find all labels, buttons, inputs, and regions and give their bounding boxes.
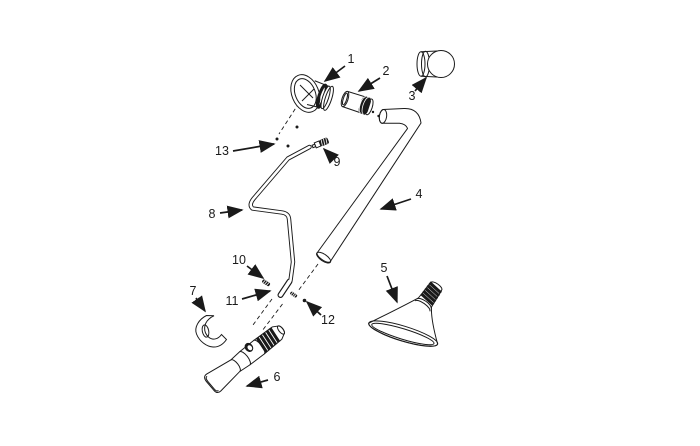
callout-label-10: 10 (232, 253, 246, 267)
callout-label-7: 7 (190, 284, 197, 298)
callout-arrow-11 (241, 288, 272, 302)
small-screw-10-drawing (262, 279, 271, 287)
callout-arrow-1 (323, 65, 346, 82)
callout-label-9: 9 (334, 155, 341, 169)
callout-arrow-6 (245, 375, 269, 389)
callout-arrow-5 (385, 275, 398, 304)
small-screw-12-drawing (290, 291, 307, 303)
callout-11: 11 (226, 288, 272, 308)
callout-9: 9 (322, 147, 341, 169)
callout-arrow-7 (191, 295, 206, 313)
callout-label-1: 1 (348, 52, 355, 66)
ball-dots-drawing (275, 125, 299, 148)
callout-arrow-9 (322, 147, 339, 164)
callout-arrow-10 (246, 264, 265, 279)
centerline-dashes (251, 102, 380, 332)
callout-arrow-4 (379, 198, 412, 211)
callout-10: 10 (232, 253, 265, 279)
callout-5: 5 (381, 261, 398, 304)
callout-label-6: 6 (274, 370, 281, 384)
callout-arrow-3 (411, 76, 428, 94)
callout-arrow-13 (232, 140, 276, 153)
callout-12: 12 (305, 300, 335, 327)
set-screw-drawing (311, 137, 329, 149)
spout-tube-drawing (316, 107, 422, 264)
nozzle-body-drawing (204, 325, 286, 394)
callout-7: 7 (190, 284, 206, 313)
callout-8: 8 (209, 205, 244, 221)
callout-arrow-2 (357, 77, 381, 92)
callout-label-3: 3 (409, 89, 416, 103)
callout-label-11: 11 (226, 294, 239, 308)
clip-band-drawing (195, 314, 228, 348)
callout-6: 6 (245, 370, 281, 389)
callout-3: 3 (409, 76, 428, 103)
callout-arrow-8 (219, 205, 244, 219)
callout-label-5: 5 (381, 261, 388, 275)
callout-4: 4 (379, 187, 423, 211)
callout-2: 2 (357, 64, 390, 92)
callout-label-8: 8 (209, 207, 216, 221)
callout-13: 13 (215, 140, 276, 158)
end-cap-drawing (416, 50, 455, 78)
callout-1: 1 (323, 52, 355, 82)
callout-label-4: 4 (416, 187, 423, 201)
callout-label-12: 12 (321, 313, 335, 327)
sleeve-adapter-drawing (340, 90, 374, 116)
wall-flange-drawing (290, 74, 334, 113)
callout-arrow-12 (305, 300, 323, 317)
callout-label-2: 2 (383, 64, 390, 78)
callout-label-13: 13 (215, 144, 229, 158)
bent-rod-drawing (248, 144, 312, 298)
spray-bell-drawing (368, 281, 443, 347)
